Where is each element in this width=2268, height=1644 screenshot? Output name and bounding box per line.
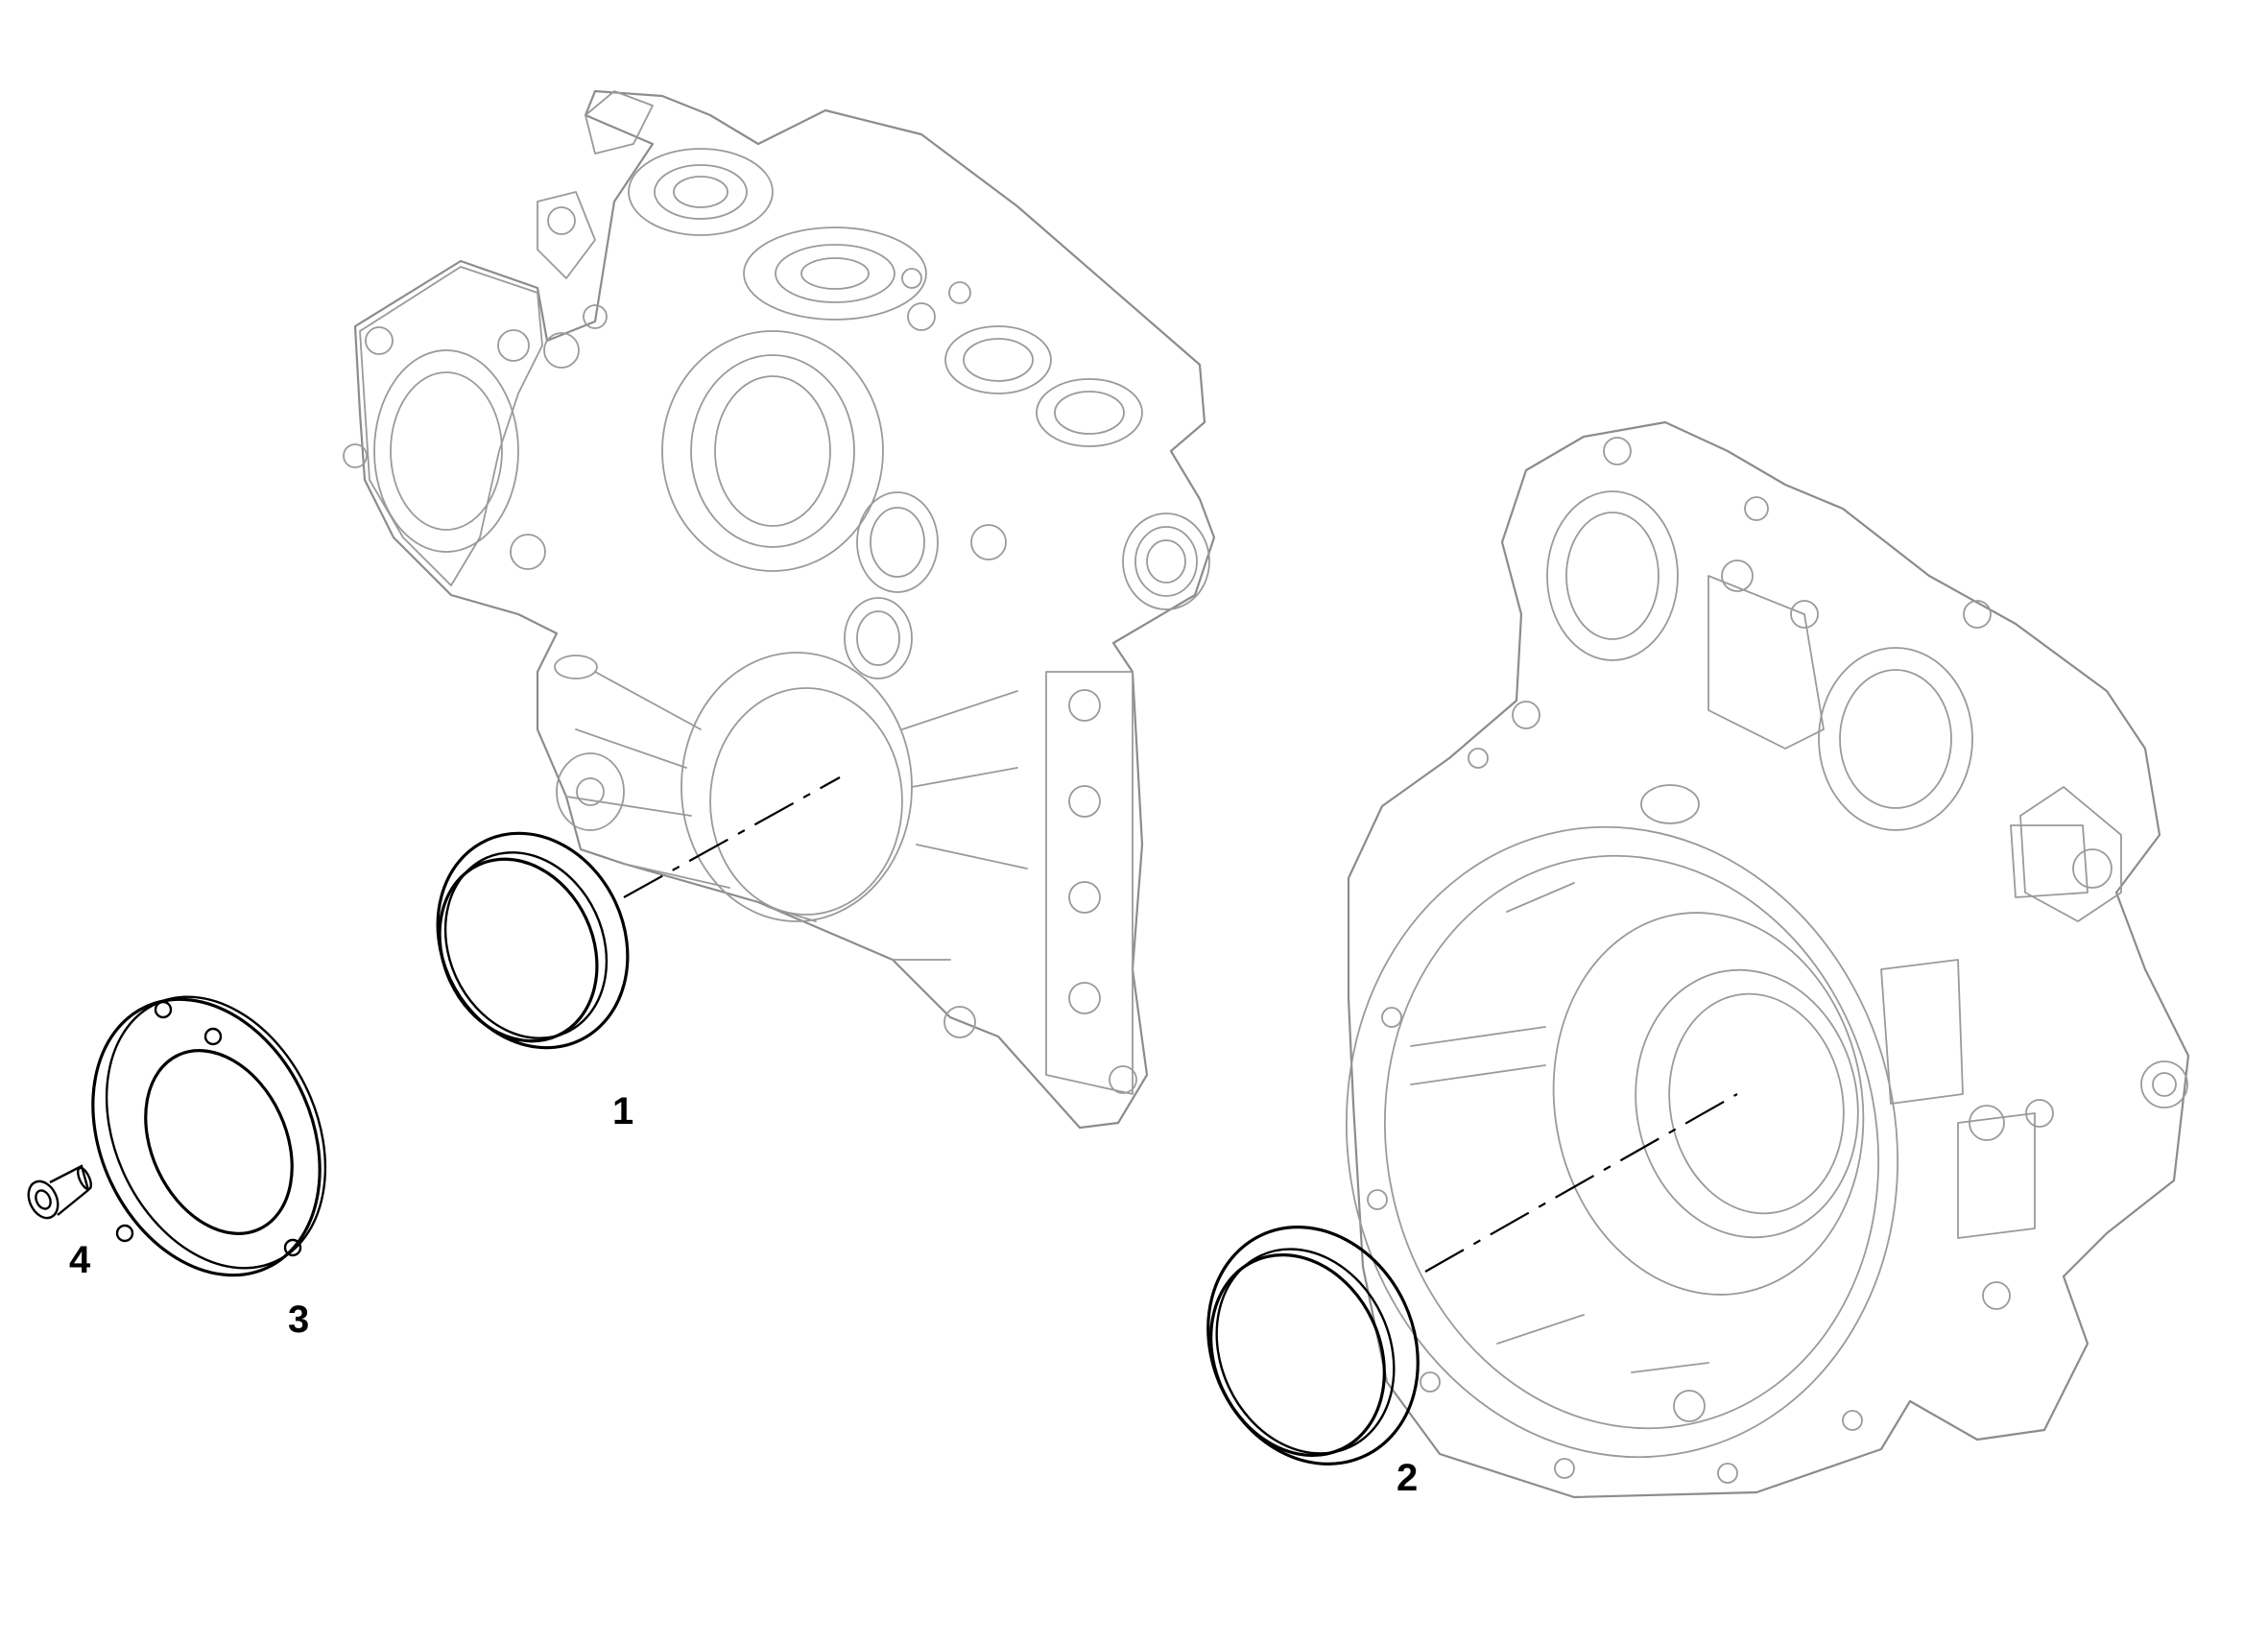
- front-crankshaft-seal: [436, 831, 630, 1050]
- callout-1: 1: [612, 1090, 634, 1132]
- gasket-plate: [91, 995, 327, 1277]
- seal-1-axis-line: [623, 776, 841, 898]
- callout-3: 3: [288, 1299, 310, 1341]
- front-cover: [343, 89, 1216, 1130]
- seal-2-axis-line: [1424, 1093, 1738, 1273]
- flywheel-housing: [1346, 420, 2190, 1499]
- screw: [27, 1164, 93, 1220]
- callout-2: 2: [1397, 1457, 1419, 1499]
- rear-crankshaft-seal: [1206, 1226, 1420, 1465]
- callout-4: 4: [69, 1239, 91, 1281]
